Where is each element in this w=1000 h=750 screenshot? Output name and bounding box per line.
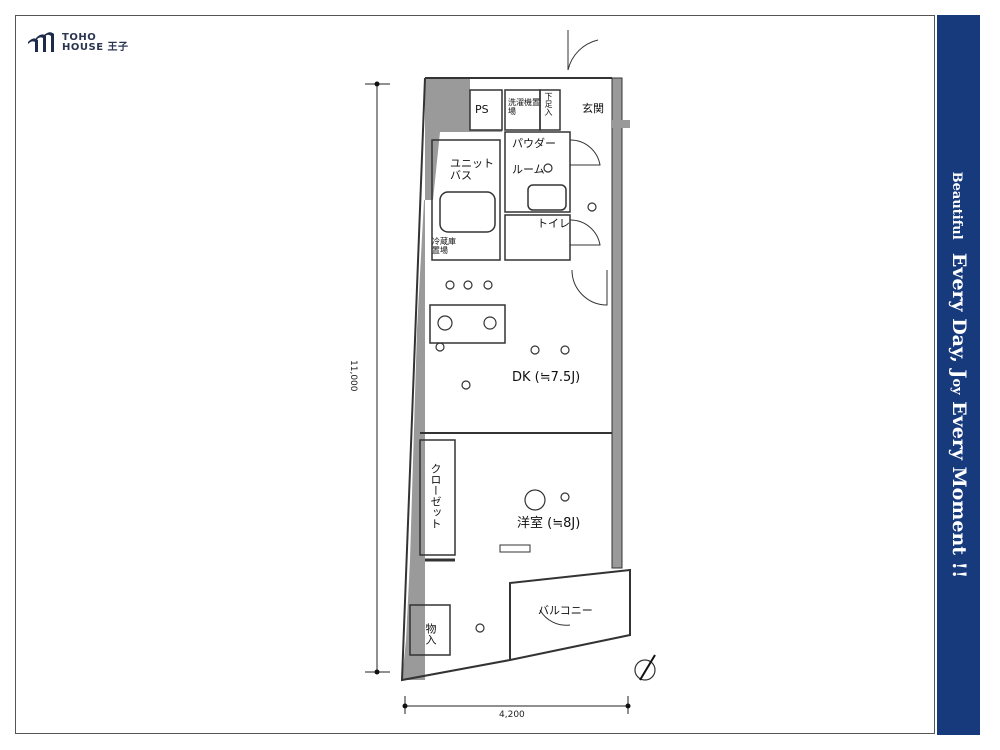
fixtures bbox=[435, 163, 656, 681]
brand-line2: HOUSE 王子 bbox=[62, 42, 129, 53]
light-fixture bbox=[499, 544, 531, 553]
tagline-sidebar bbox=[937, 15, 980, 735]
brand-logo: TOHO HOUSE 王子 bbox=[26, 32, 129, 54]
brand-line1: TOHO bbox=[62, 32, 97, 43]
label-powder-room-1: パウダー bbox=[512, 137, 556, 150]
room-walls bbox=[409, 89, 571, 656]
label-fridge-space: 冷蔵庫置場 bbox=[432, 237, 456, 255]
label-dk: DK (≒7.5J) bbox=[512, 370, 581, 385]
page-frame bbox=[15, 15, 935, 734]
label-closet: クローゼット bbox=[429, 463, 442, 529]
north-arrow-icon bbox=[639, 654, 656, 681]
label-storage: 物入 bbox=[424, 623, 437, 645]
label-unit-bath-2: バス bbox=[450, 169, 472, 182]
dimension-width: 4,200 bbox=[499, 710, 525, 720]
logo-icon bbox=[28, 32, 54, 52]
label-western-room: 洋室 (≒8J) bbox=[517, 516, 581, 531]
label-entrance: 玄関 bbox=[582, 102, 604, 115]
label-powder-room-2: ルーム bbox=[512, 163, 545, 176]
label-unit-bath-1: ユニット bbox=[450, 157, 494, 170]
label-toilet: トイレ bbox=[537, 217, 570, 230]
walls bbox=[400, 77, 631, 682]
label-balcony: バルコニー bbox=[538, 604, 593, 617]
doors bbox=[539, 30, 608, 626]
dimension-height: 11,000 bbox=[348, 360, 358, 392]
label-shoe-storage: 下足入 bbox=[544, 92, 553, 116]
label-laundry: 洗濯機置場 bbox=[508, 98, 540, 116]
label-ps: PS bbox=[475, 103, 489, 116]
